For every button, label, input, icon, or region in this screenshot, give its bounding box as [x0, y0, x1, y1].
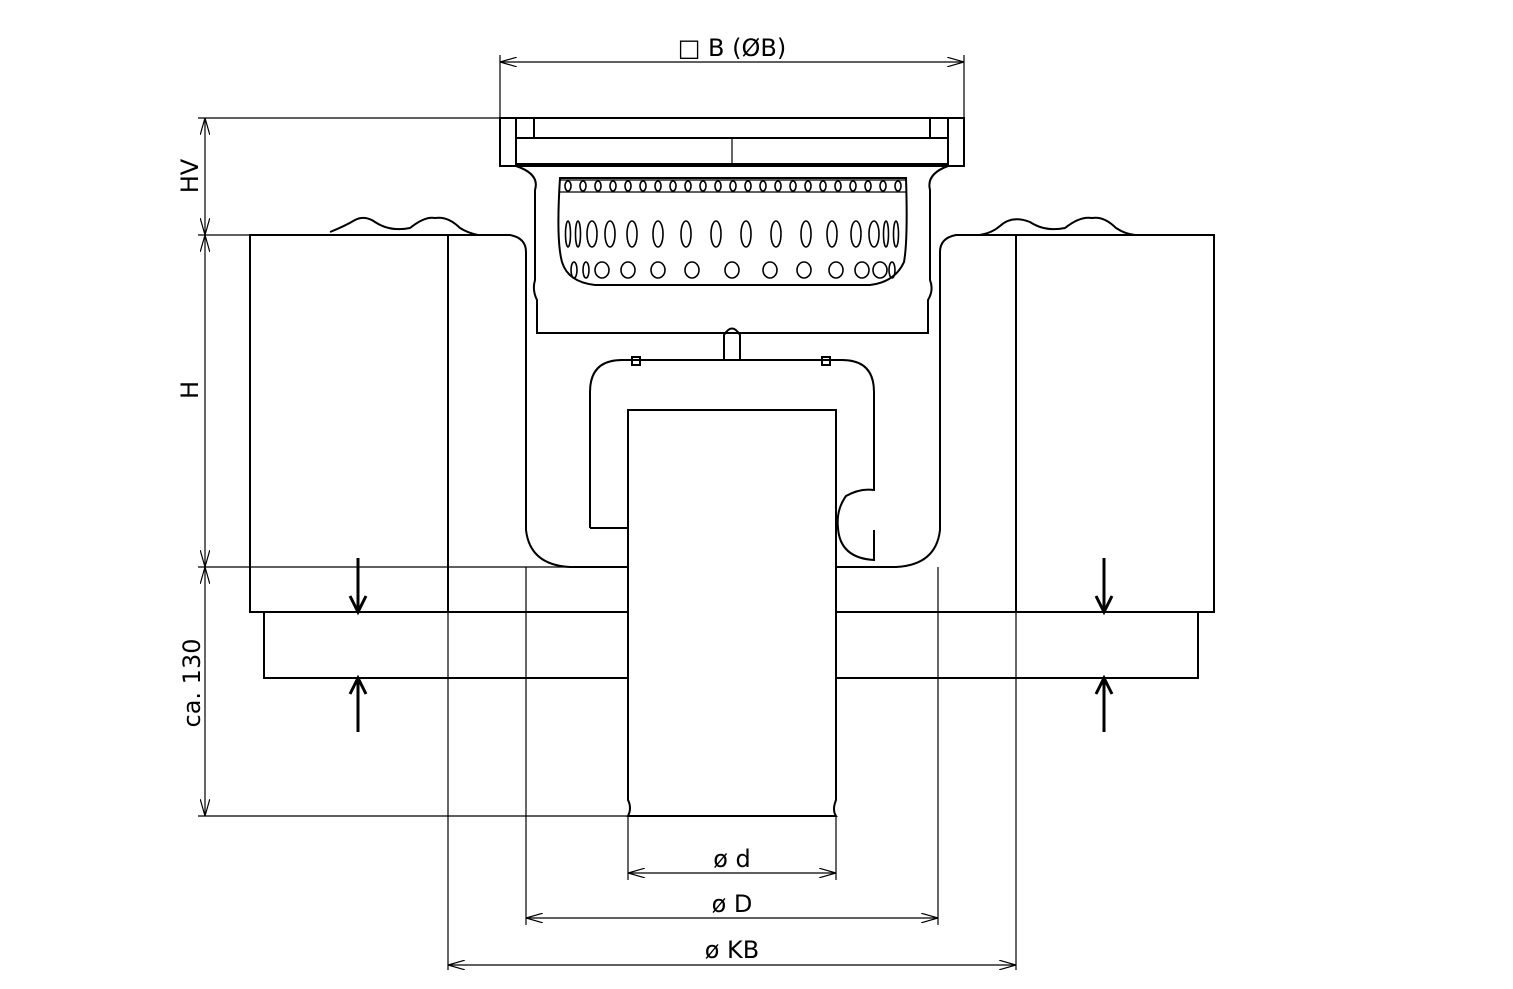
perforation-middle — [882, 220, 890, 248]
perforation-bottom — [762, 261, 778, 279]
perforation-top — [669, 180, 677, 192]
concrete-slab-left — [249, 234, 449, 613]
perforation-top — [894, 180, 902, 192]
floor-surface-waves — [329, 216, 1136, 236]
top-flange — [499, 117, 965, 167]
outlet-pipe — [626, 409, 838, 817]
perforation-middle — [564, 220, 572, 248]
perforation-bottom — [724, 261, 740, 279]
perforation-middle — [626, 220, 638, 248]
perforation-middle — [680, 220, 692, 248]
perforation-bottom — [570, 261, 578, 279]
perforation-middle — [652, 220, 664, 248]
perforation-top — [639, 180, 647, 192]
perforation-top — [774, 180, 782, 192]
perforation-top — [834, 180, 842, 192]
perforation-middle — [826, 220, 838, 248]
perforation-middle — [800, 220, 812, 248]
perforation-bottom — [650, 261, 666, 279]
perforation-top — [759, 180, 767, 192]
perforation-top — [819, 180, 827, 192]
perforation-top — [804, 180, 812, 192]
strainer-perforations — [564, 180, 902, 279]
dimension-lines — [205, 62, 1016, 965]
perforation-middle — [574, 220, 582, 248]
perforation-bottom — [888, 261, 896, 279]
perforation-bottom — [620, 261, 636, 279]
perforation-middle — [710, 220, 722, 248]
perforation-top — [744, 180, 752, 192]
perforation-top — [609, 180, 617, 192]
perforation-bottom — [582, 261, 590, 279]
perforation-middle — [586, 220, 598, 248]
dim-label-D: ø D — [712, 890, 753, 918]
perforation-bottom — [872, 261, 888, 279]
siphon-bell — [589, 327, 875, 562]
perforation-top — [729, 180, 737, 192]
perforation-top — [594, 180, 602, 192]
perforation-middle — [740, 220, 752, 248]
perforation-bottom — [828, 261, 844, 279]
perforation-middle — [604, 220, 616, 248]
concrete-slab-right — [1015, 234, 1215, 613]
perforation-bottom — [684, 261, 700, 279]
dim-label-h: H — [176, 381, 204, 399]
extension-lines — [198, 55, 1017, 970]
perforation-bottom — [594, 261, 610, 279]
dim-label-ca130: ca. 130 — [178, 639, 206, 728]
perforation-middle — [770, 220, 782, 248]
perforation-top — [654, 180, 662, 192]
perforation-middle — [850, 220, 862, 248]
perforation-top — [789, 180, 797, 192]
dim-label-d: ø d — [713, 845, 751, 873]
insulation-arrow-left — [348, 558, 368, 732]
dim-label-hv: HV — [176, 158, 204, 193]
insulation-layer — [263, 611, 1199, 679]
perforation-top — [864, 180, 872, 192]
perforation-middle — [868, 220, 880, 248]
perforation-top — [624, 180, 632, 192]
strainer-basket — [515, 165, 949, 334]
perforation-bottom — [854, 261, 870, 279]
perforation-top — [684, 180, 692, 192]
insulation-arrow-right — [1094, 558, 1114, 732]
perforation-top — [579, 180, 587, 192]
perforation-middle — [892, 220, 900, 248]
perforation-top — [849, 180, 857, 192]
perforation-top — [714, 180, 722, 192]
perforation-top — [699, 180, 707, 192]
perforation-top — [879, 180, 887, 192]
perforation-top — [564, 180, 572, 192]
perforation-bottom — [796, 261, 812, 279]
dim-label-kb: ø KB — [705, 936, 760, 964]
dim-label-width: □ B (ØB) — [678, 34, 786, 62]
